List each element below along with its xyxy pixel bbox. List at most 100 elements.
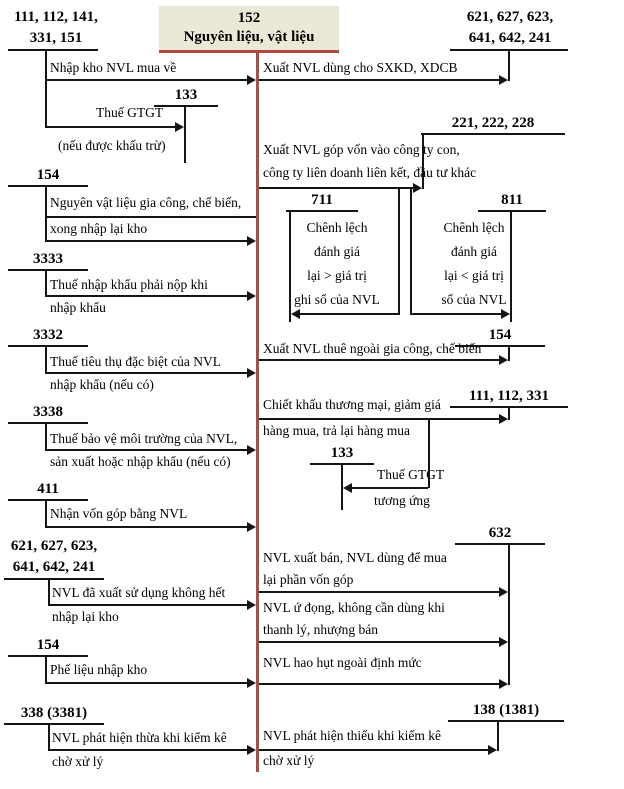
acct-711-stem-line [289,210,291,322]
label-outsourcing: Xuất NVL thuê ngoài gia công, chế biến [263,341,482,356]
loss-line-1: Chênh lệch [443,220,505,235]
label-capital-contribution: Nhận vốn góp bằng NVL [50,506,188,521]
label-surplus-1: NVL phát hiện thừa khi kiểm kê [52,730,227,745]
acct-811: 811 [478,191,546,212]
gain-line-2: đánh giá [313,244,361,259]
acct-133-left-stem-line [184,105,186,163]
acct-expense-right-1: 621, 627, 623, [466,9,554,25]
label-vat-note: (nếu được khấu trừ) [58,138,166,153]
arrow-gain-to-711 [291,309,398,319]
label-discount-1: Chiết khấu thương mại, giảm giá [263,397,441,412]
acct-133-right-stem-line [341,463,343,510]
acct-632-stem-line [508,543,510,685]
acct-411-stem-line [45,499,47,528]
arrow-invest [259,183,422,193]
loss-line-3: lại < giá trị [444,268,504,283]
arrow-loss-to-811 [412,309,510,319]
label-processing-2: xong nhập lại kho [50,221,148,236]
arrow-processing [47,236,256,246]
center-account-name: Nguyên liệu, vật liệu [183,29,315,45]
acct-711: 711 [286,191,358,212]
acct-payment-stem-line [508,406,510,420]
acct-331-151: 331, 151 [29,30,83,46]
acct-expense-right-stem-line [508,49,510,81]
label-env-tax-1: Thuế bảo vệ môi trường của NVL, [50,431,238,446]
acct-111-112-331: 111, 112, 331 [450,387,568,408]
label-discount-2: hàng mua, trả lại hàng mua [263,423,410,438]
acct-3332: 3332 [8,326,88,347]
acct-133-right: 133 [310,444,374,465]
arrow-stagnant [259,637,508,647]
label-vat-corresponding-1: Thuế GTGT [377,467,445,482]
acct-154-left-stem-line [45,185,47,242]
acct-338: 338 (3381) [20,705,88,721]
acct-111-112-141: 111, 112, 141, [14,9,98,25]
acct-154-scrap-stem-line [45,655,47,684]
acct-cash-underline [8,49,98,51]
arrow-purchase [47,75,256,85]
line-processing [47,216,256,218]
arrow-vat-deductible [47,122,184,132]
acct-expense-left-2: 641, 642, 241 [12,559,96,575]
label-sale-1: NVL xuất bán, NVL dùng để mua [263,550,447,565]
arrow-discount [259,414,508,424]
acct-154-right-stem-line [508,345,510,361]
acct-expense-left-1: 621, 627, 623, [10,538,98,554]
label-revaluation-gain: Chênh lệch đánh giá lại > giá trị ghi sổ… [292,216,382,312]
label-shrinkage: NVL hao hụt ngoài định mức [263,655,422,670]
arrow-unused-return [50,600,256,610]
arrow-env-tax [47,445,256,455]
gain-line-4: ghi sổ của NVL [294,292,380,307]
acct-338-underline [4,723,104,725]
acct-154-right: 154 [455,326,545,347]
label-shortage-1: NVL phát hiện thiếu khi kiểm kê [263,728,441,743]
acct-138-stem-line [497,720,499,751]
center-account-number: 152 [237,10,261,26]
acct-3338-stem-line [45,422,47,451]
label-unused-return-1: NVL đã xuất sử dụng không hết [52,585,226,600]
acct-3333-stem-line [45,269,47,297]
acct-632: 632 [455,524,545,545]
arrow-outsourcing [259,355,508,365]
arrow-import-tax [47,291,256,301]
label-revaluation-loss: Chênh lệch đánh giá lại < giá trị sổ của… [430,216,518,312]
acct-3338: 3338 [8,403,88,424]
acct-221-222-228: 221, 222, 228 [421,114,565,135]
acct-3332-stem-line [45,345,47,374]
gain-line-1: Chênh lệch [306,220,368,235]
label-env-tax-2: sản xuất hoặc nhập khẩu (nếu có) [50,454,231,469]
arrow-excise-tax [47,368,256,378]
acct-3333: 3333 [8,250,88,271]
label-processing-1: Nguyên vật liệu gia công, chế biến, [50,195,242,210]
branch-line-loss [410,188,412,315]
acct-expense-left-stem-line [48,578,50,606]
arrow-shortage [259,745,497,755]
label-issue-production: Xuất NVL dùng cho SXKD, XDCB [263,60,458,75]
acct-invest-stem-line [422,133,424,189]
label-vat-corresponding-2: tương ứng [374,493,430,508]
arrow-vat-corresponding [343,483,428,493]
acct-expense-left-underline [4,578,104,580]
label-shortage-2: chờ xử lý [263,753,315,768]
acct-expense-right-2: 641, 642, 241 [468,30,552,46]
label-stagnant-1: NVL ứ đọng, không cần dùng khi [263,600,445,615]
connector-vat-corresponding [428,420,430,488]
center-header-underline [159,50,339,53]
label-unused-return-2: nhập lại kho [52,609,119,624]
arrow-scrap [47,678,256,688]
label-surplus-2: chờ xử lý [52,754,104,769]
arrow-surplus [50,745,256,755]
label-excise-tax-1: Thuế tiêu thụ đặc biệt của NVL [50,354,221,369]
gain-line-3: lại > giá trị [307,268,367,283]
label-sale-2: lại phần vốn góp [263,572,354,587]
label-excise-tax-2: nhập khẩu (nếu có) [50,377,154,392]
center-account-vertical-line [256,53,259,772]
branch-line-gain [398,188,400,315]
label-invest-1: Xuất NVL góp vốn vào công ty con, [263,142,460,157]
acct-338-stem-line [48,723,50,751]
acct-811-stem-line [510,210,512,322]
arrow-shrinkage [259,679,508,689]
arrow-capital-contribution [47,522,256,532]
label-import-tax-2: nhập khẩu [50,300,106,315]
